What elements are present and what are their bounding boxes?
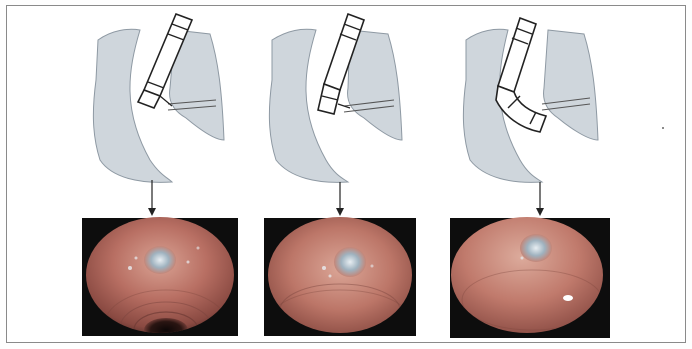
schematic-panel-1 [93, 14, 224, 216]
light-reflection-3 [563, 295, 573, 301]
papilla-tissue-3 [544, 30, 598, 140]
endoscopic-image-1 [80, 212, 240, 349]
schematic-panel-3 [463, 18, 598, 216]
papilla-1 [144, 246, 176, 274]
endoscopic-image-2 [262, 212, 420, 349]
papilla-2 [334, 247, 366, 277]
lumen-1 [144, 318, 188, 342]
schematic-panel-2 [269, 14, 402, 216]
arrow-3-head [536, 208, 544, 216]
arrow-1-head [148, 208, 156, 216]
papilla-3 [520, 234, 552, 262]
scan-speck [662, 127, 664, 129]
arrow-2-head [336, 208, 344, 216]
endoscopic-image-3 [448, 212, 612, 340]
